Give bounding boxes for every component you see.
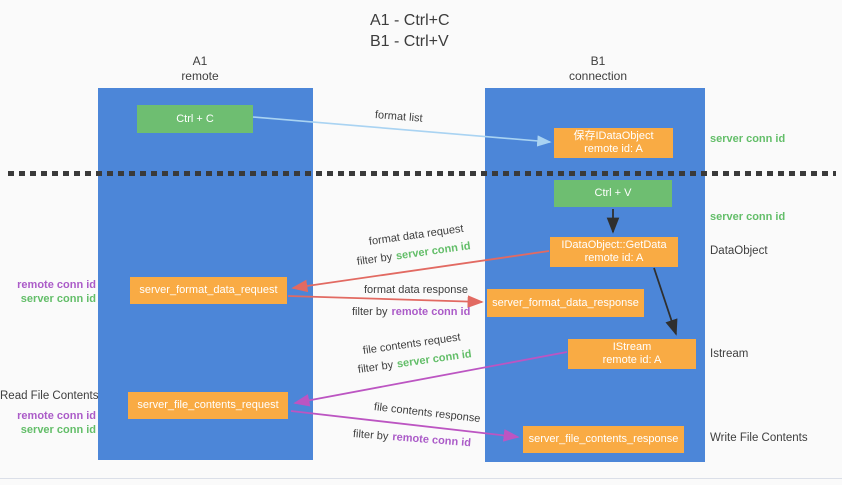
right-label-dataobject: DataObject bbox=[710, 245, 768, 257]
filter-by-text: filter by bbox=[356, 251, 393, 268]
server-conn-id-text: server conn id bbox=[396, 348, 473, 371]
right-label-istream: Istream bbox=[710, 348, 749, 360]
bottom-divider bbox=[0, 478, 842, 479]
filter-by-text: filter by bbox=[352, 306, 388, 318]
node-format-response-label: server_format_data_response bbox=[492, 296, 639, 309]
right-label-write-file-contents: Write File Contents bbox=[710, 432, 808, 444]
column-b1-name: B1 bbox=[590, 54, 606, 68]
file-contents-response-text: file contents response bbox=[373, 401, 482, 426]
column-b1-subtitle: connection bbox=[568, 69, 628, 83]
node-ctrl-c-label: Ctrl + C bbox=[176, 112, 214, 125]
left-label-remote-conn-id-1: remote conn id bbox=[17, 279, 96, 291]
node-getdata-line1: IDataObject::GetData bbox=[561, 239, 667, 251]
node-istream-line2: remote id: A bbox=[602, 354, 662, 366]
format-data-response-text: format data response bbox=[364, 284, 468, 296]
node-server-file-contents-request: server_file_contents_request bbox=[128, 392, 288, 419]
node-format-request-label: server_format_data_request bbox=[139, 284, 278, 296]
title-line-1: A1 - Ctrl+C bbox=[370, 12, 450, 29]
node-getdata-line2: remote id: A bbox=[584, 252, 644, 264]
left-label-read-file-contents: Read File Contents bbox=[0, 390, 99, 402]
filter-by-text: filter by bbox=[352, 428, 389, 443]
column-header-b1: B1 connection bbox=[538, 54, 658, 84]
title-line-2: B1 - Ctrl+V bbox=[370, 33, 449, 50]
column-a1-subtitle: remote bbox=[181, 69, 219, 83]
column-a1-name: A1 bbox=[192, 54, 208, 68]
diagram-title: A1 - Ctrl+C B1 - Ctrl+V bbox=[370, 10, 450, 52]
node-save-line1: 保存IDataObject bbox=[573, 130, 654, 142]
node-ctrl-v-label: Ctrl + V bbox=[594, 187, 632, 199]
node-idataobject-getdata: IDataObject::GetData remote id: A bbox=[550, 237, 678, 267]
right-label-server-conn-id-mid: server conn id bbox=[710, 211, 786, 223]
node-istream-line1: IStream bbox=[612, 341, 652, 353]
right-label-server-conn-id-top: server conn id bbox=[710, 133, 786, 145]
node-istream: IStream remote id: A bbox=[568, 339, 696, 369]
label-file-contents-response: file contents response bbox=[373, 401, 481, 425]
node-server-format-data-response: server_format_data_response bbox=[487, 289, 644, 317]
format-list-text: format list bbox=[374, 109, 424, 125]
left-label-server-conn-id-1: server conn id bbox=[20, 293, 96, 305]
remote-conn-id-text: remote conn id bbox=[391, 431, 472, 450]
arrow-format-request-to-response bbox=[287, 295, 484, 308]
node-save-line2: remote id: A bbox=[584, 143, 643, 155]
column-header-a1: A1 remote bbox=[140, 54, 260, 84]
node-file-request-label: server_file_contents_request bbox=[137, 399, 279, 411]
left-label-remote-conn-id-2: remote conn id bbox=[17, 410, 96, 422]
label-format-data-response: format data response bbox=[364, 284, 468, 296]
node-server-format-data-request: server_format_data_request bbox=[130, 277, 287, 304]
dotted-separator-line bbox=[8, 171, 836, 176]
server-conn-id-text: server conn id bbox=[395, 240, 472, 263]
node-ctrl-v: Ctrl + V bbox=[554, 180, 672, 207]
node-file-response-label: server_file_contents_response bbox=[528, 433, 679, 445]
left-label-server-conn-id-2: server conn id bbox=[20, 424, 96, 436]
node-save-idataobject: 保存IDataObject remote id: A bbox=[554, 128, 673, 158]
remote-conn-id-text: remote conn id bbox=[391, 306, 471, 318]
node-ctrl-c: Ctrl + C bbox=[137, 105, 253, 133]
filter-by-text: filter by bbox=[357, 359, 394, 376]
node-server-file-contents-response: server_file_contents_response bbox=[523, 426, 684, 453]
label-format-list: format list bbox=[375, 109, 423, 125]
